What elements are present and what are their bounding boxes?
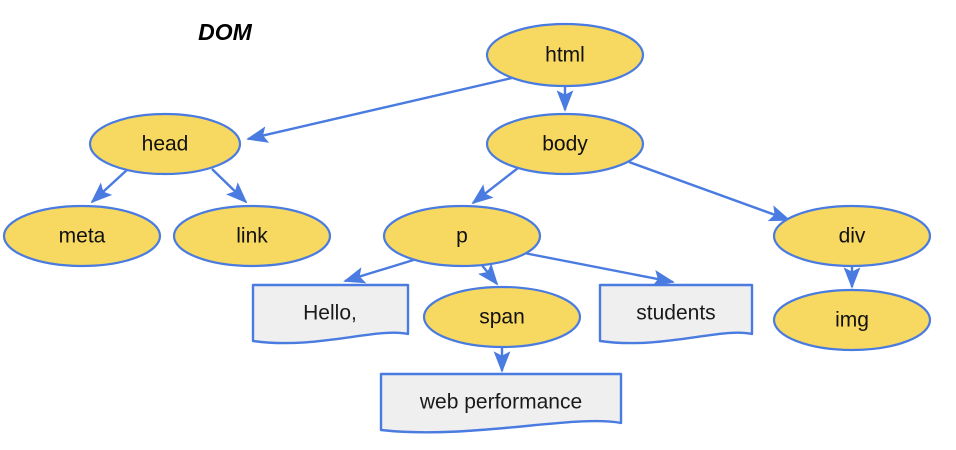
node-label: meta bbox=[59, 225, 106, 248]
node-label: div bbox=[839, 225, 866, 248]
node-shape bbox=[2, 204, 162, 268]
document-shape bbox=[598, 283, 754, 345]
node-img[interactable]: img bbox=[772, 288, 932, 352]
node-p[interactable]: p bbox=[382, 204, 542, 268]
node-head[interactable]: head bbox=[88, 112, 242, 176]
node-link[interactable]: link bbox=[172, 204, 332, 268]
node-label: span bbox=[479, 306, 525, 329]
node-label: p bbox=[456, 225, 468, 248]
node-shape bbox=[772, 204, 932, 268]
node-body[interactable]: body bbox=[485, 112, 645, 176]
node-shape bbox=[88, 112, 242, 176]
node-shape bbox=[172, 204, 332, 268]
edge-body-p bbox=[471, 167, 519, 205]
document-shape bbox=[379, 372, 623, 434]
text-node-webperf[interactable]: web performance bbox=[379, 372, 623, 434]
node-shape bbox=[772, 288, 932, 352]
edge-head-meta bbox=[90, 168, 129, 204]
node-span[interactable]: span bbox=[422, 285, 582, 349]
diagram-title: DOM bbox=[198, 19, 253, 45]
node-label: html bbox=[545, 44, 585, 67]
node-shape bbox=[485, 22, 645, 88]
text-node-label: Hello, bbox=[303, 302, 357, 325]
document-shape bbox=[251, 283, 410, 345]
edge-group bbox=[90, 76, 861, 373]
text-node-label: students bbox=[636, 302, 715, 325]
edge-head-link bbox=[211, 168, 248, 204]
text-node-label: web performance bbox=[419, 391, 582, 414]
node-shape bbox=[485, 112, 645, 176]
node-label: link bbox=[236, 225, 268, 248]
edge-p-students bbox=[523, 251, 675, 287]
edge-html-head bbox=[246, 76, 513, 143]
text-node-hello[interactable]: Hello, bbox=[251, 283, 410, 345]
node-div[interactable]: div bbox=[772, 204, 932, 268]
text-node-students[interactable]: students bbox=[598, 283, 754, 345]
node-html[interactable]: html bbox=[485, 22, 645, 88]
node-label: body bbox=[542, 133, 588, 156]
edge-body-div bbox=[628, 160, 791, 222]
edge-p-span bbox=[478, 263, 499, 286]
node-meta[interactable]: meta bbox=[2, 204, 162, 268]
node-shape bbox=[422, 285, 582, 349]
edge-p-hello bbox=[343, 256, 421, 284]
node-label: head bbox=[142, 133, 189, 156]
node-shape bbox=[382, 204, 542, 268]
node-label: img bbox=[835, 309, 869, 332]
